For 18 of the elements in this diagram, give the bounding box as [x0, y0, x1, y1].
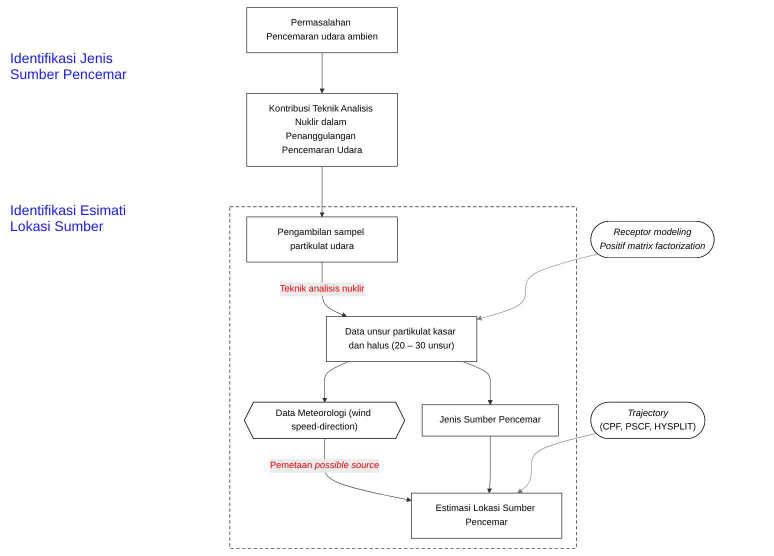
arrow	[322, 361, 349, 403]
cluster	[230, 206, 577, 549]
node-box: Estimasi Lokasi Sumber Pencemar	[411, 492, 562, 539]
arrow	[320, 166, 325, 218]
arrow	[476, 254, 598, 321]
arrow	[487, 436, 492, 494]
node-box: Jenis Sumber Pencemar	[422, 404, 559, 436]
arrow	[517, 433, 596, 494]
edge-label: Teknik analisis nuklir	[280, 284, 364, 294]
edge-label: Pemetaan possible source	[270, 460, 380, 470]
arrow	[320, 52, 325, 94]
node-box: Kontribusi Teknik Analisis Nuklir dalam Penanggulangan Pencemaran Udara	[246, 93, 398, 167]
arrow	[462, 361, 493, 406]
section-heading: Identifikasi Jenis Sumber Pencemar	[10, 50, 128, 82]
node-box: Data unsur partikulat kasar dan halus (20 – 30 unsur)	[326, 316, 478, 362]
section-heading: Identifikasi Esimati Lokasi Sumber	[10, 202, 127, 234]
node-box: Permasalahan Pencemaran udara ambien	[246, 7, 398, 54]
node-box: Pengambilan sampel partikulat udara	[246, 216, 398, 262]
